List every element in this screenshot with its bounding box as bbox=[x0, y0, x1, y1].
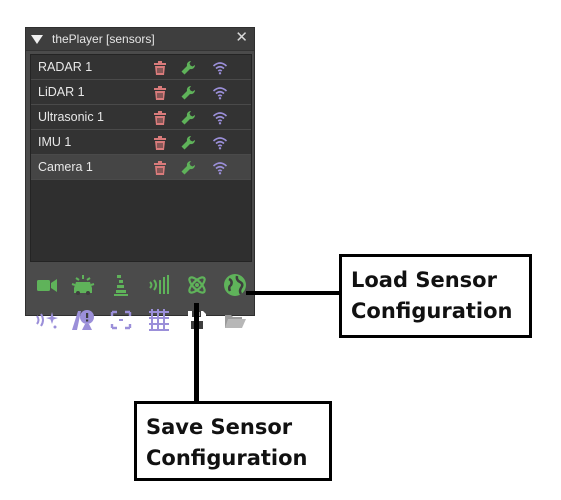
save-callout-line bbox=[194, 303, 199, 403]
sensor-row[interactable]: Ultrasonic 1 bbox=[31, 105, 251, 130]
load-callout-line2: Configuration bbox=[351, 299, 513, 323]
load-callout-line1: Load Sensor bbox=[351, 268, 497, 292]
trash-icon[interactable] bbox=[152, 160, 168, 176]
wifi-icon[interactable] bbox=[212, 160, 228, 176]
load-callout: Load Sensor Configuration bbox=[339, 254, 532, 338]
load-callout-line bbox=[246, 291, 340, 295]
road-info-icon[interactable] bbox=[70, 307, 96, 333]
save-callout-line2: Configuration bbox=[146, 446, 308, 470]
save-callout-line1: Save Sensor bbox=[146, 415, 293, 439]
sensor-label: Camera 1 bbox=[38, 160, 93, 174]
sensor-list: RADAR 1 LiDAR 1 Ultrasonic 1 IMU 1 Camera 1 bbox=[30, 54, 252, 262]
wifi-icon[interactable] bbox=[212, 135, 228, 151]
sensor-row[interactable]: Camera 1 bbox=[31, 155, 251, 180]
trash-icon[interactable] bbox=[152, 85, 168, 101]
save-callout: Save Sensor Configuration bbox=[134, 401, 332, 481]
sensor-label: LiDAR 1 bbox=[38, 85, 85, 99]
wrench-icon[interactable] bbox=[180, 110, 196, 126]
globe-icon[interactable] bbox=[222, 272, 248, 298]
ultrasonic-icon[interactable] bbox=[108, 272, 134, 298]
wrench-icon[interactable] bbox=[180, 85, 196, 101]
sensor-label: IMU 1 bbox=[38, 135, 72, 149]
trash-icon[interactable] bbox=[152, 60, 168, 76]
wifi-icon[interactable] bbox=[212, 85, 228, 101]
grid-icon[interactable] bbox=[146, 307, 172, 333]
wifi-icon[interactable] bbox=[212, 60, 228, 76]
sensors-panel: thePlayer [sensors] ✕ RADAR 1 LiDAR 1 Ultr… bbox=[25, 27, 255, 331]
sparkle-wave-icon[interactable] bbox=[34, 307, 60, 333]
window-title: thePlayer [sensors] bbox=[52, 32, 155, 46]
atom-icon[interactable] bbox=[184, 272, 210, 298]
trash-icon[interactable] bbox=[152, 135, 168, 151]
sensor-row[interactable]: LiDAR 1 bbox=[31, 80, 251, 105]
trash-icon[interactable] bbox=[152, 110, 168, 126]
wrench-icon[interactable] bbox=[180, 135, 196, 151]
camera-icon[interactable] bbox=[34, 272, 60, 298]
sensor-row[interactable]: RADAR 1 bbox=[31, 55, 251, 80]
bounding-box-icon[interactable] bbox=[108, 307, 134, 333]
sensor-label: Ultrasonic 1 bbox=[38, 110, 104, 124]
vehicle-sensor-icon[interactable] bbox=[70, 272, 96, 298]
wrench-icon[interactable] bbox=[180, 160, 196, 176]
folder-open-icon[interactable] bbox=[222, 307, 248, 333]
sensor-label: RADAR 1 bbox=[38, 60, 93, 74]
collapse-triangle-icon[interactable] bbox=[31, 34, 43, 44]
sensor-row[interactable]: IMU 1 bbox=[31, 130, 251, 155]
radar-wave-icon[interactable] bbox=[146, 272, 172, 298]
wrench-icon[interactable] bbox=[180, 60, 196, 76]
window-titlebar: thePlayer [sensors] ✕ bbox=[26, 28, 254, 51]
wifi-icon[interactable] bbox=[212, 110, 228, 126]
close-icon[interactable]: ✕ bbox=[235, 29, 248, 46]
